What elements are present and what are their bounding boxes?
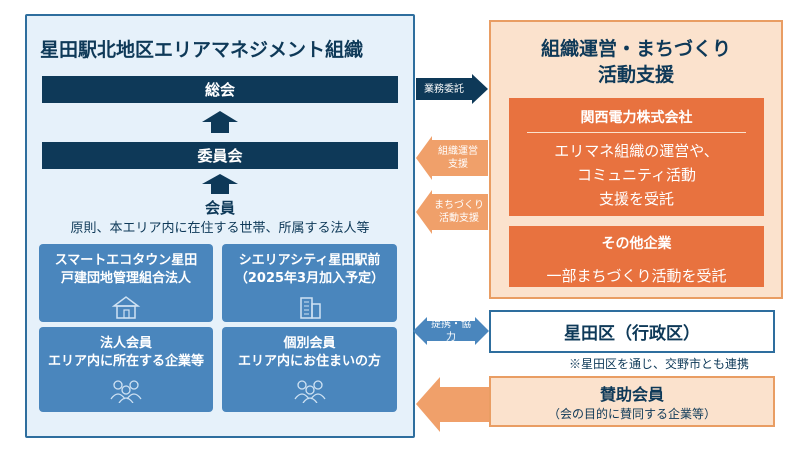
org-support-line1: 組織運営 [438, 146, 478, 157]
up-arrow-icon [202, 174, 238, 194]
org-support-label: 組織運営 支援 [432, 142, 484, 174]
other-title: その他企業 [601, 236, 672, 252]
town-support-line2: 活動支援 [439, 213, 479, 224]
sponsor-title: 賛助会員 [599, 385, 664, 404]
sponsor-arrow [416, 377, 489, 432]
outsourcing-arrow [416, 74, 488, 104]
house-icon [111, 296, 141, 319]
member-card-smart-eco-town: スマートエコタウン星田 戸建団地管理組合法人 [39, 244, 213, 322]
other-companies-box: その他企業 一部まちづくり活動を受託 [509, 226, 764, 287]
people-group-icon [293, 380, 326, 403]
card-line1: 個別会員 [283, 336, 336, 351]
kansai-line2: コミュニティ活動 [576, 166, 697, 184]
cooperation-label: 提携・協力 [431, 319, 471, 343]
kansai-line3: 支援を受託 [598, 190, 674, 208]
kansai-electric-box: 関西電力株式会社 エリマネ組織の運営や、 コミュニティ活動 支援を受託 [509, 98, 764, 216]
people-group-icon [110, 380, 142, 403]
hoshida-note: ※星田区を通じ、交野市とも連携 [569, 357, 750, 371]
support-title-line2: 活動支援 [597, 64, 674, 86]
town-support-label: まちづくり 活動支援 [432, 196, 486, 228]
member-card-individual: 個別会員 エリア内にお住まいの方 [222, 327, 397, 412]
members-title: 会員 [204, 198, 235, 217]
members-subtitle: 原則、本エリア内に在住する世帯、所属する法人等 [70, 220, 370, 236]
card-line2: エリア内に所在する企業等 [47, 354, 204, 369]
general-meeting-bar: 総会 [42, 76, 398, 103]
kansai-title: 関西電力株式会社 [580, 110, 693, 126]
member-card-sheria-city: シエリアシティ星田駅前 （2025年3月加入予定） [222, 244, 397, 322]
committee-bar: 委員会 [42, 142, 398, 169]
building-icon [299, 297, 321, 319]
org-support-line2: 支援 [448, 159, 468, 170]
org-title: 星田駅北地区エリアマネジメント組織 [40, 38, 364, 61]
up-arrow-icon [202, 111, 238, 133]
card-line1: シエリアシティ星田駅前 [238, 253, 381, 268]
card-line1: 法人会員 [99, 336, 152, 351]
support-title: 組織運営・まちづくり 活動支援 [489, 34, 783, 90]
town-support-arrow [416, 190, 488, 234]
support-title-line1: 組織運営・まちづくり [540, 38, 731, 60]
card-line2: 戸建団地管理組合法人 [60, 271, 191, 286]
card-line2: （2025年3月加入予定） [234, 271, 385, 286]
other-line1: 一部まちづくり活動を受託 [546, 267, 727, 285]
card-line2: エリア内にお住まいの方 [237, 354, 381, 369]
member-card-corporate: 法人会員 エリア内に所在する企業等 [39, 327, 213, 412]
cooperation-arrow [413, 317, 489, 345]
town-support-line1: まちづくり [434, 200, 484, 211]
divider [526, 132, 747, 133]
sponsor-subtitle: （会の目的に賛同する企業等） [547, 407, 716, 421]
outsourcing-label: 業務委託 [424, 83, 464, 95]
kansai-line1: エリマネ組織の運営や、 [554, 142, 719, 160]
card-line1: スマートエコタウン星田 [54, 253, 198, 268]
org-support-arrow [416, 136, 488, 180]
sponsor-member-box: 賛助会員 （会の目的に賛同する企業等） [489, 376, 775, 427]
hoshida-ward-box: 星田区（行政区） [489, 310, 775, 353]
